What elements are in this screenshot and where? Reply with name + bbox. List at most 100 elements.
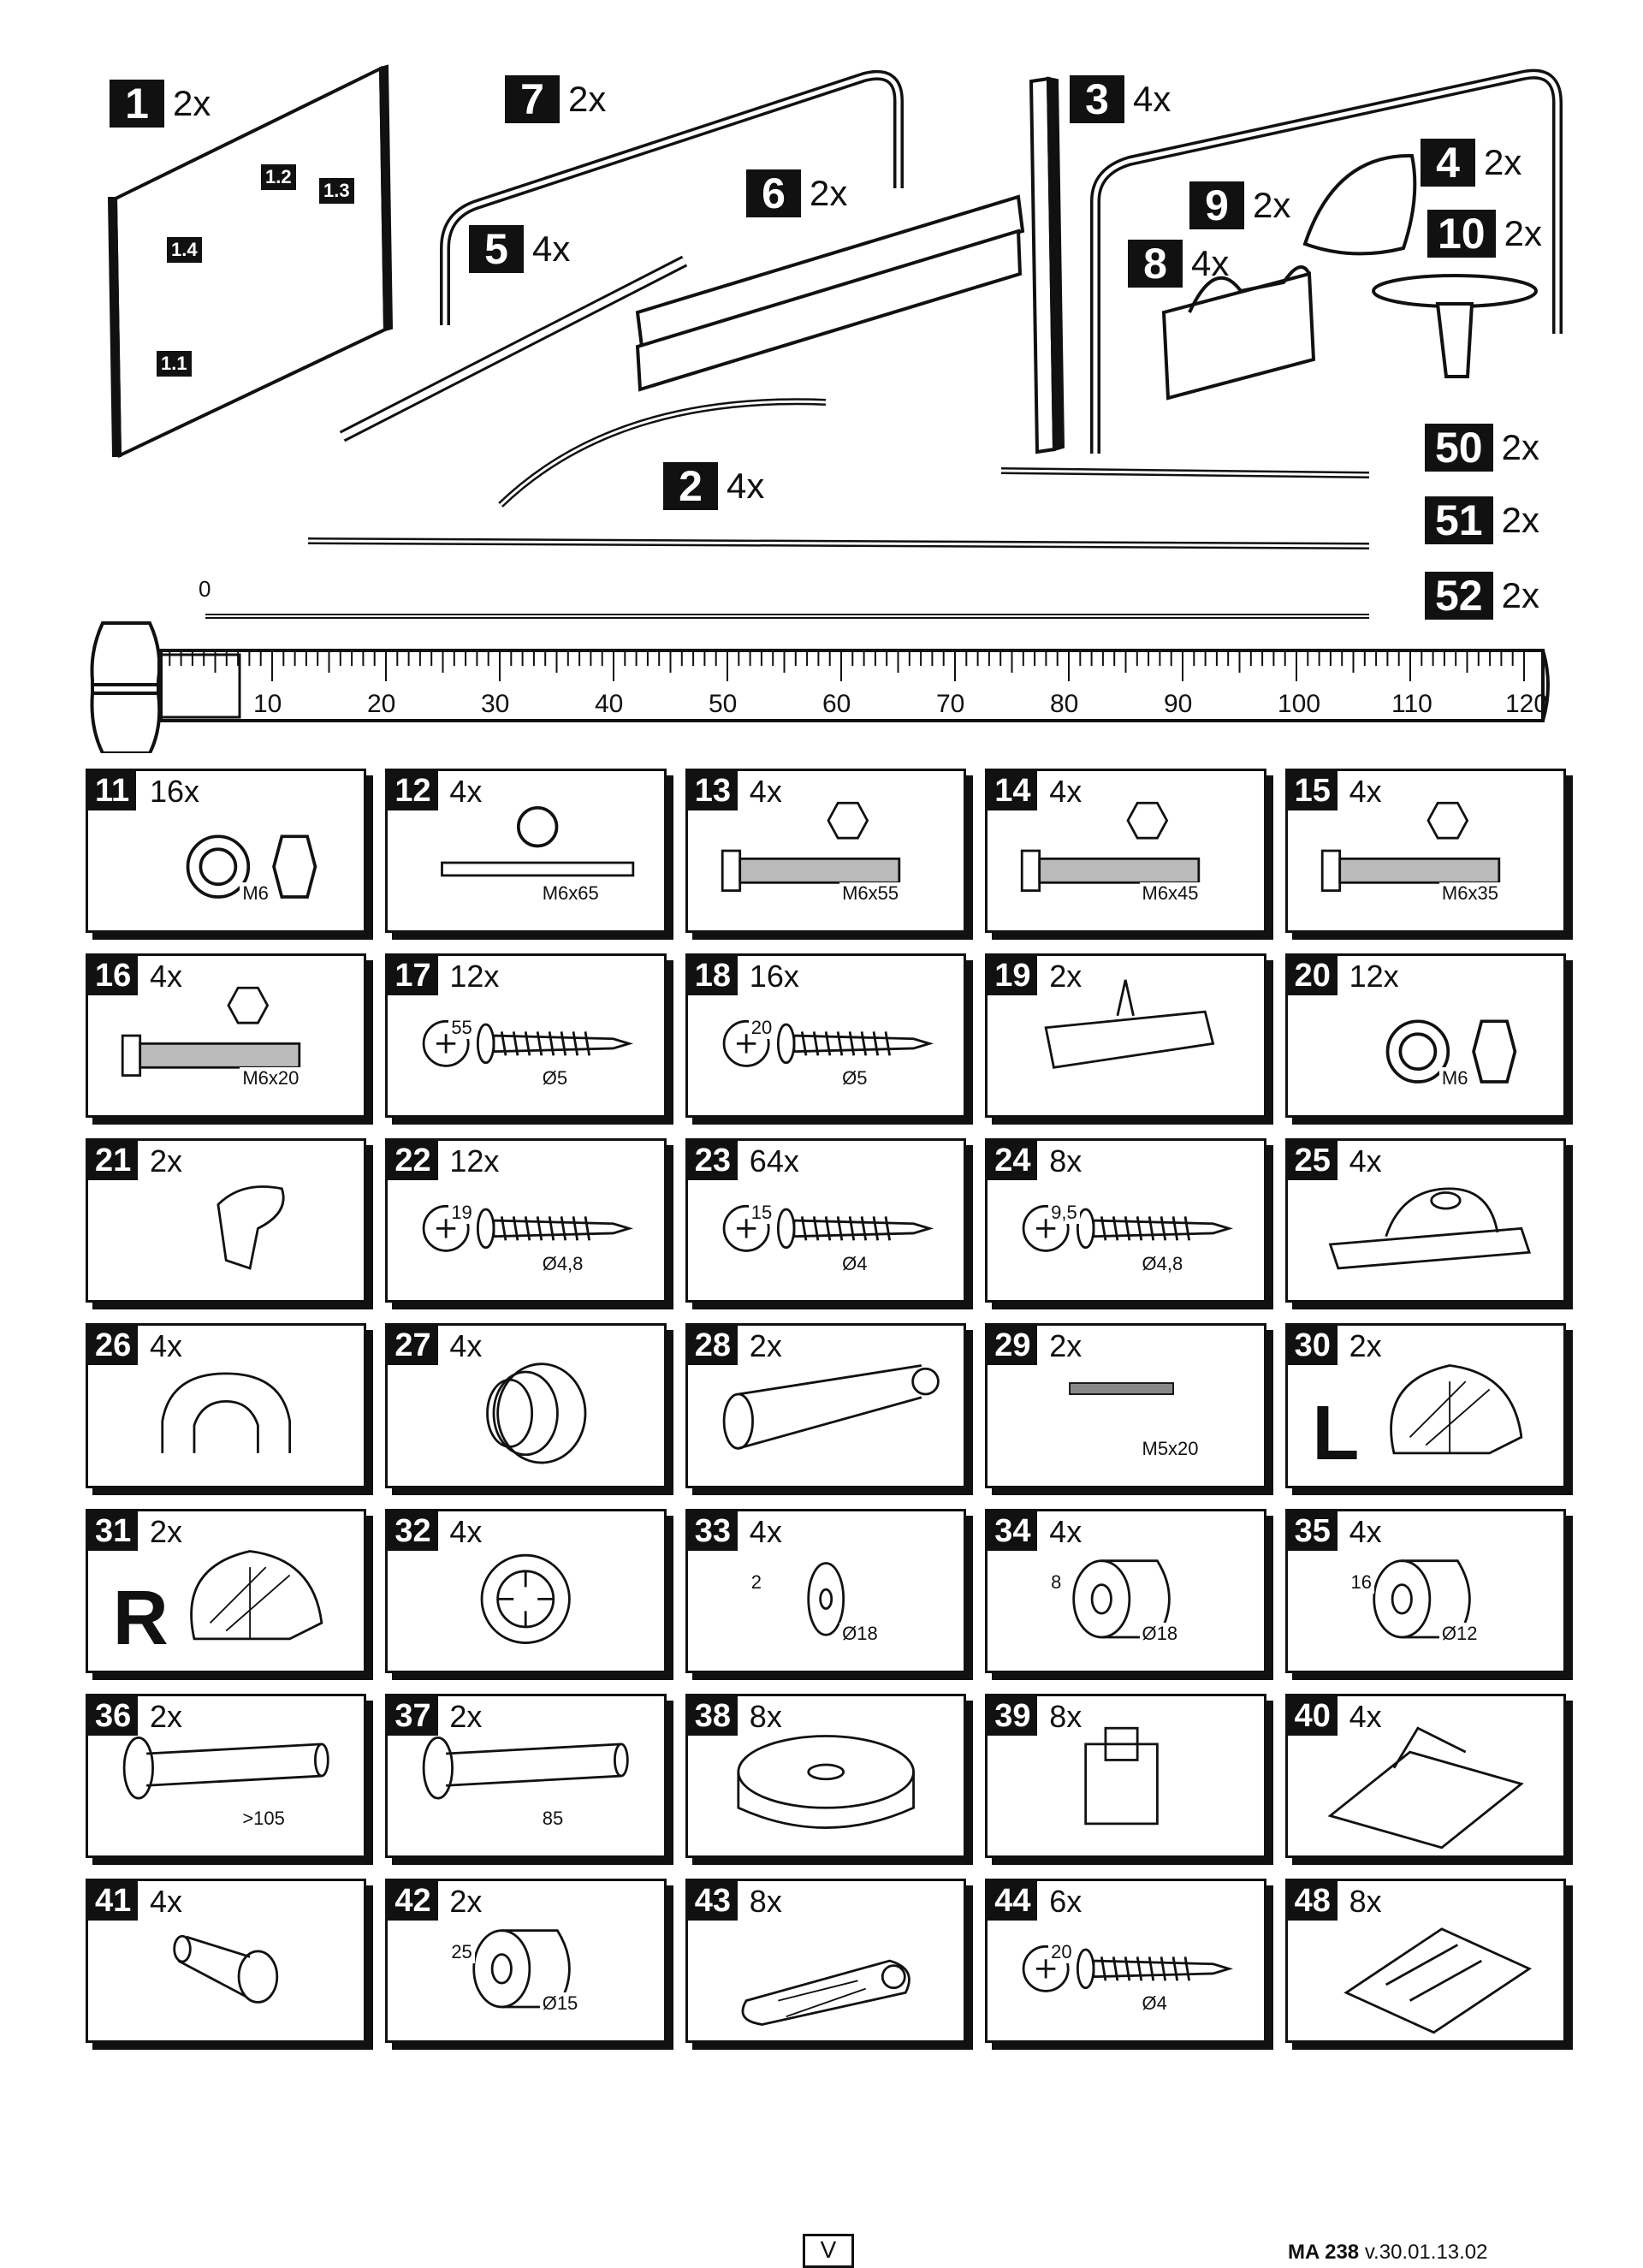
dimension-label: M5x20 <box>1139 1437 1201 1460</box>
part-number: 48 <box>1287 1880 1338 1921</box>
part-number: 1 <box>110 80 164 128</box>
part-number: 21 <box>88 1141 139 1181</box>
part-quantity: 2x <box>568 79 607 119</box>
dimension-label: Ø18 <box>1139 1622 1181 1645</box>
part-number: 13 <box>687 771 738 810</box>
part-number: 23 <box>687 1141 738 1181</box>
part-number: 36 <box>88 1695 139 1736</box>
part-tag-3: 3 4x <box>1070 75 1171 123</box>
dimension-label: Ø4 <box>1139 1992 1170 2016</box>
part-number: 3 <box>1070 75 1124 123</box>
part-number: 28 <box>687 1326 738 1366</box>
dimension-label: 55 <box>448 1016 475 1039</box>
part-tag-2: 2 4x <box>663 462 764 510</box>
part-number: 39 <box>988 1695 1038 1736</box>
part-number: 43 <box>687 1880 738 1921</box>
part-number: 50 <box>1425 424 1493 472</box>
part-tag-7: 7 2x <box>505 75 606 123</box>
part-quantity: 12x <box>1349 959 1399 994</box>
part-number: 18 <box>687 956 738 996</box>
part-quantity: 8x <box>1349 1883 1382 1919</box>
part-quantity: 12x <box>449 959 500 994</box>
hardware-cell-37: 37 2x 85 <box>385 1693 667 1858</box>
ruler-label: 90 <box>1164 690 1193 718</box>
part-quantity: 2x <box>449 1883 483 1919</box>
part-number: 27 <box>388 1326 438 1366</box>
hardware-cell-21: 21 2x <box>86 1138 367 1303</box>
ruler-label: 80 <box>1050 690 1079 718</box>
part-quantity: 4x <box>1349 1698 1382 1734</box>
hardware-cell-38: 38 8x <box>685 1693 967 1858</box>
part-number: 40 <box>1287 1695 1338 1736</box>
dimension-label: M6x20 <box>240 1067 302 1090</box>
dimension-label: Ø4,8 <box>539 1252 586 1275</box>
dimension-label: Ø4,8 <box>1139 1252 1186 1275</box>
dimension-label: R <box>112 1575 169 1661</box>
part-quantity: 2x <box>1501 575 1539 615</box>
part-number: 37 <box>388 1695 438 1736</box>
dimension-label: 16 <box>1348 1571 1374 1594</box>
part-number: 12 <box>388 771 438 810</box>
ruler-label: 40 <box>595 690 624 718</box>
ruler-label: 50 <box>709 690 738 718</box>
part-quantity: 12x <box>449 1143 500 1179</box>
part-tag-1: 1 2x <box>110 80 211 128</box>
part-quantity: 2x <box>449 1698 483 1734</box>
part-number: 51 <box>1425 496 1493 544</box>
part-quantity: 6x <box>1049 1883 1082 1919</box>
dimension-label: Ø5 <box>539 1067 571 1090</box>
part-quantity: 2x <box>150 1143 183 1179</box>
hardware-cell-40: 40 4x <box>1284 1693 1566 1858</box>
part-quantity: 4x <box>727 466 765 506</box>
part-number: 15 <box>1287 771 1338 810</box>
part-quantity: 4x <box>150 1328 183 1364</box>
part-number: 19 <box>988 956 1038 996</box>
dimension-label: 85 <box>539 1807 566 1830</box>
part-quantity: 8x <box>749 1698 782 1734</box>
dimension-label: 8 <box>1048 1571 1065 1594</box>
ruler-label: 120 <box>1505 690 1549 718</box>
part-quantity: 16x <box>150 774 200 809</box>
part-tag-52: 52 2x <box>1425 572 1539 620</box>
part-tag-9: 9 2x <box>1189 181 1290 229</box>
ruler-label: 110 <box>1391 690 1432 718</box>
part-number: 38 <box>687 1695 738 1736</box>
part-number: 42 <box>388 1880 438 1921</box>
part-quantity: 4x <box>150 1883 183 1919</box>
part-number: 17 <box>388 956 438 996</box>
part-quantity: 8x <box>1049 1698 1082 1734</box>
part-number: 9 <box>1189 181 1244 229</box>
part-number: 24 <box>988 1141 1038 1181</box>
part-number: 22 <box>388 1141 438 1181</box>
part-number: 30 <box>1287 1326 1338 1366</box>
dimension-label: >105 <box>240 1807 288 1830</box>
top-parts-illustration: 1 2x 7 2x 3 4x 4 2x 6 2x 9 2x 5 4x 8 4x … <box>0 0 1643 755</box>
part-quantity: 4x <box>1349 774 1382 809</box>
dimension-label: Ø5 <box>839 1067 870 1090</box>
part-quantity: 64x <box>749 1143 799 1179</box>
part-number: 32 <box>388 1511 438 1551</box>
document-model: MA 238 <box>1288 2241 1360 2264</box>
part-number: 8 <box>1128 240 1183 288</box>
part-quantity: 4x <box>749 774 782 809</box>
part-quantity: 2x <box>173 83 211 123</box>
ruler-label: 30 <box>481 690 510 718</box>
part-number: 11 <box>88 771 137 810</box>
part-number: 6 <box>746 169 801 217</box>
ruler-label: 20 <box>367 690 396 718</box>
dimension-label: 20 <box>748 1016 775 1039</box>
part-number: 2 <box>663 462 718 510</box>
